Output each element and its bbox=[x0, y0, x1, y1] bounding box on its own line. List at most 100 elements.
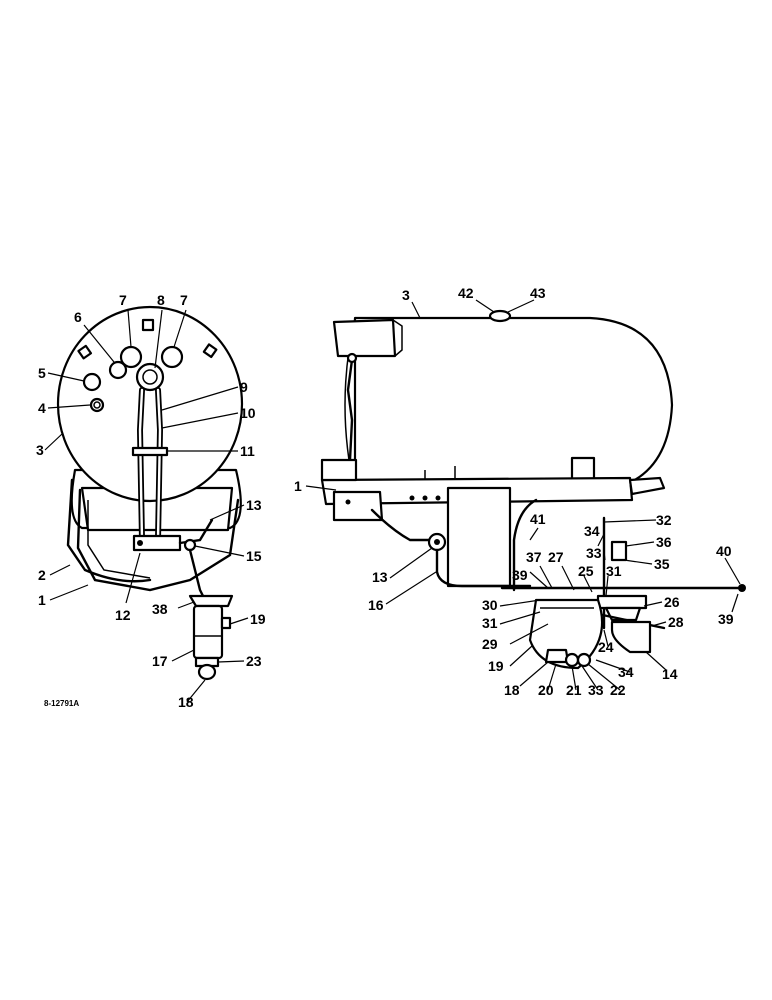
callout-label: 33 bbox=[586, 545, 602, 561]
callout-label: 15 bbox=[246, 548, 262, 564]
callout-label: 24 bbox=[598, 639, 614, 655]
pump-flange bbox=[596, 594, 648, 610]
frame-rail-1 bbox=[76, 488, 240, 592]
callout-label: 40 bbox=[716, 543, 732, 559]
gauge-line bbox=[346, 358, 354, 462]
callout-label: 21 bbox=[566, 682, 582, 698]
callout-label: 27 bbox=[548, 549, 564, 565]
line-40-end bbox=[738, 584, 746, 592]
callout-label: 3 bbox=[36, 442, 44, 458]
filter-body bbox=[192, 604, 224, 660]
frame-bracket-lower bbox=[332, 490, 384, 522]
side-view-assembly bbox=[320, 309, 746, 670]
down-pipe bbox=[188, 548, 206, 600]
end-view-assembly bbox=[56, 305, 244, 681]
callout-label: 29 bbox=[482, 636, 498, 652]
callout-label: 19 bbox=[250, 611, 266, 627]
valve-36 bbox=[610, 540, 628, 562]
pump-housing bbox=[446, 486, 512, 588]
tank-lug-right bbox=[202, 343, 218, 359]
callout-label: 6 bbox=[74, 309, 82, 325]
fitting-4 bbox=[89, 397, 105, 413]
callout-label: 39 bbox=[512, 567, 528, 583]
frame-bolt-3 bbox=[422, 495, 428, 501]
callout-label: 13 bbox=[372, 569, 388, 585]
fill-cap bbox=[488, 309, 512, 323]
end-cover bbox=[332, 318, 397, 358]
gauge-line-fitting bbox=[346, 352, 358, 364]
support-41 bbox=[512, 498, 538, 592]
rear-hook bbox=[628, 476, 666, 496]
tube-clamp bbox=[131, 446, 169, 457]
callout-label: 28 bbox=[668, 614, 684, 630]
callout-label: 1 bbox=[38, 592, 46, 608]
callout-label: 7 bbox=[119, 292, 127, 308]
frame-rail-inner bbox=[87, 500, 151, 579]
callout-label: 12 bbox=[115, 607, 131, 623]
gauge-right bbox=[160, 345, 184, 369]
center-valve-inner bbox=[142, 369, 158, 385]
tank-lug-top bbox=[141, 318, 155, 332]
callout-label: 7 bbox=[180, 292, 188, 308]
callout-label: 1 bbox=[294, 478, 302, 494]
filter-side-fitting bbox=[220, 616, 232, 630]
callout-label: 31 bbox=[606, 563, 622, 579]
callout-label: 42 bbox=[458, 285, 474, 301]
bottom-fitting-22 bbox=[576, 652, 592, 668]
tank-end-circle bbox=[56, 305, 244, 503]
leader-lines bbox=[44, 299, 741, 703]
callout-label: 14 bbox=[662, 666, 678, 682]
fitting-15 bbox=[183, 538, 197, 552]
end-view-callouts: 7 8 7 6 5 4 3 9 10 11 13 15 2 1 12 38 19… bbox=[36, 292, 266, 710]
callout-label: 30 bbox=[482, 597, 498, 613]
frame-bracket-front bbox=[320, 458, 358, 482]
callout-label: 31 bbox=[482, 615, 498, 631]
callout-label: 18 bbox=[504, 682, 520, 698]
callout-label: 22 bbox=[610, 682, 626, 698]
callout-label: 16 bbox=[368, 597, 384, 613]
callout-label: 33 bbox=[588, 682, 604, 698]
callout-label: 17 bbox=[152, 653, 168, 669]
bottom-fitting-21 bbox=[564, 652, 580, 668]
callout-label: 26 bbox=[664, 594, 680, 610]
line-13-side bbox=[370, 508, 432, 542]
tube-9-inner bbox=[138, 388, 144, 542]
frame-bolt-4 bbox=[435, 495, 441, 501]
side-view-callouts: 3 42 43 1 32 34 33 36 35 40 13 16 37 27 … bbox=[294, 285, 734, 698]
callout-label: 5 bbox=[38, 365, 46, 381]
callout-label: 32 bbox=[656, 512, 672, 528]
filter-head bbox=[188, 594, 234, 608]
callout-label: 8 bbox=[157, 292, 165, 308]
tank-lug-left bbox=[77, 344, 93, 360]
callout-label: 4 bbox=[38, 400, 46, 416]
callout-label: 43 bbox=[530, 285, 546, 301]
callout-label: 34 bbox=[618, 664, 634, 680]
cover-lip bbox=[392, 319, 403, 357]
callout-label: 19 bbox=[488, 658, 504, 674]
callout-label: 11 bbox=[240, 443, 255, 459]
callout-label: 2 bbox=[38, 567, 46, 583]
manifold-plug bbox=[137, 540, 143, 546]
callout-label: 38 bbox=[152, 601, 168, 617]
callout-label: 9 bbox=[240, 379, 248, 395]
drawing-number: 8-12791A bbox=[44, 699, 79, 708]
center-valve bbox=[135, 362, 165, 392]
valve-13-core bbox=[434, 539, 440, 545]
callout-label: 18 bbox=[178, 694, 194, 710]
callout-label: 37 bbox=[526, 549, 542, 565]
hose-16 bbox=[435, 548, 532, 588]
tube-10-inner bbox=[156, 388, 162, 542]
pump-outlet-14 bbox=[610, 620, 652, 654]
callout-label: 34 bbox=[584, 523, 600, 539]
frame-bolt-1 bbox=[345, 499, 351, 505]
sediment-bowl bbox=[197, 663, 217, 681]
callout-label: 36 bbox=[656, 534, 672, 550]
callout-label: 25 bbox=[578, 563, 594, 579]
fitting-4-inner bbox=[93, 401, 101, 409]
callout-label: 13 bbox=[246, 497, 262, 513]
fitting-6 bbox=[108, 360, 128, 380]
callout-label: 10 bbox=[240, 405, 256, 421]
callout-label: 23 bbox=[246, 653, 262, 669]
callout-label: 3 bbox=[402, 287, 410, 303]
frame-rail-2 bbox=[66, 478, 152, 583]
